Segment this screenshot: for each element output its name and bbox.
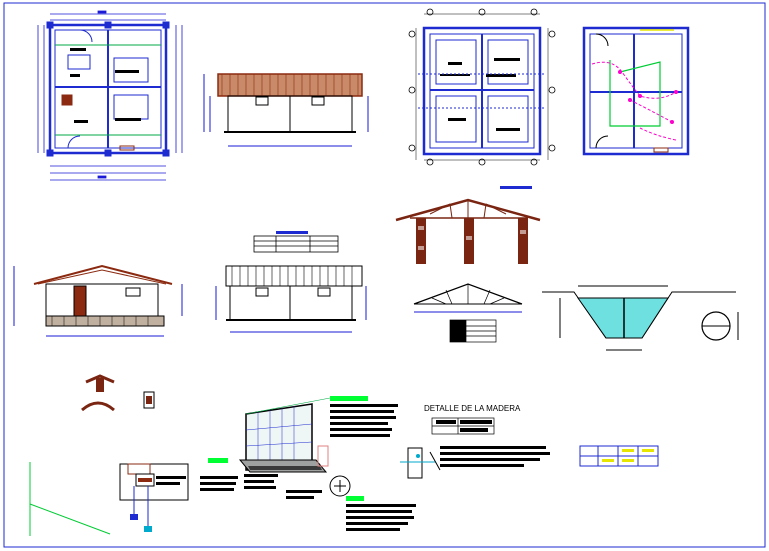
solar-panel-detail [238, 397, 331, 473]
elevation-tile-roof [203, 73, 369, 147]
truss-detail-table [413, 283, 523, 343]
electrical-plan [582, 26, 690, 156]
detail-title: DETALLE DE LA MADERA [424, 404, 521, 413]
legend-table [579, 445, 659, 467]
floor-plan-dimensions [37, 10, 183, 181]
structural-grid-plan [408, 8, 556, 166]
circle-grid-axis-icon [408, 8, 556, 166]
door-swing-arc-icon [79, 29, 93, 43]
side-elevation-gable [13, 264, 183, 337]
fitting-circle-detail [329, 475, 351, 497]
floor-plan-architectural [46, 21, 170, 157]
control-box-detail [29, 462, 189, 536]
wood-joint-details [81, 374, 155, 412]
sheet-border [3, 2, 766, 548]
wood-detail-block: DETALLE DE LA MADERA [400, 404, 521, 479]
truss-section-columns [395, 186, 541, 264]
floor-plan-text-blocks [70, 48, 141, 123]
long-elevation [215, 231, 367, 333]
canal-section [542, 285, 739, 351]
annotation-text-blocks [200, 396, 550, 531]
